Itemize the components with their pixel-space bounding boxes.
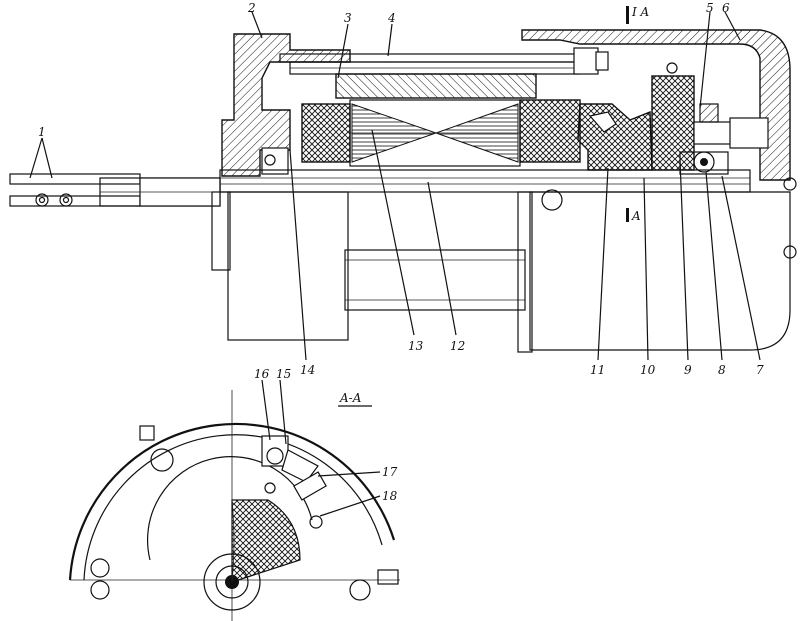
section-caption: A-A [339, 391, 362, 405]
callout-6: 6 [722, 1, 730, 15]
cross-section-a-a: A-A [68, 390, 400, 621]
callout-15: 15 [276, 367, 291, 381]
callout-labels: 1 2 3 4 5 6 7 8 9 10 11 12 13 14 15 16 1… [38, 1, 764, 503]
callout-1: 1 [38, 125, 46, 139]
callout-17: 17 [382, 465, 398, 479]
callout-5: 5 [706, 1, 714, 15]
callout-4: 4 [387, 11, 396, 25]
callout-18: 18 [382, 489, 398, 503]
section-marks: I A A [626, 5, 650, 223]
end-housing-right [521, 29, 791, 181]
stator-yoke [279, 47, 609, 99]
callout-13: 13 [408, 339, 424, 353]
housing-lower-outline [211, 177, 797, 353]
callout-2: 2 [247, 1, 256, 15]
commutator [577, 103, 653, 171]
callout-16: 16 [254, 367, 270, 381]
callout-9: 9 [684, 363, 692, 377]
callout-14: 14 [300, 363, 315, 377]
callout-10: 10 [640, 363, 656, 377]
callout-12: 12 [450, 339, 465, 353]
lead-terminals [9, 173, 221, 207]
motor-longitudinal-section: I A A [9, 5, 797, 353]
armature-core [349, 99, 521, 167]
leader-lines [29, 11, 761, 517]
section-mark-top: I A [631, 5, 650, 19]
armature-shaft [219, 169, 751, 193]
section-mark-mid: A [631, 209, 641, 223]
callout-8: 8 [718, 363, 726, 377]
field-windings [301, 99, 581, 163]
callout-3: 3 [344, 11, 352, 25]
callout-11: 11 [590, 363, 605, 377]
callout-7: 7 [756, 363, 764, 377]
